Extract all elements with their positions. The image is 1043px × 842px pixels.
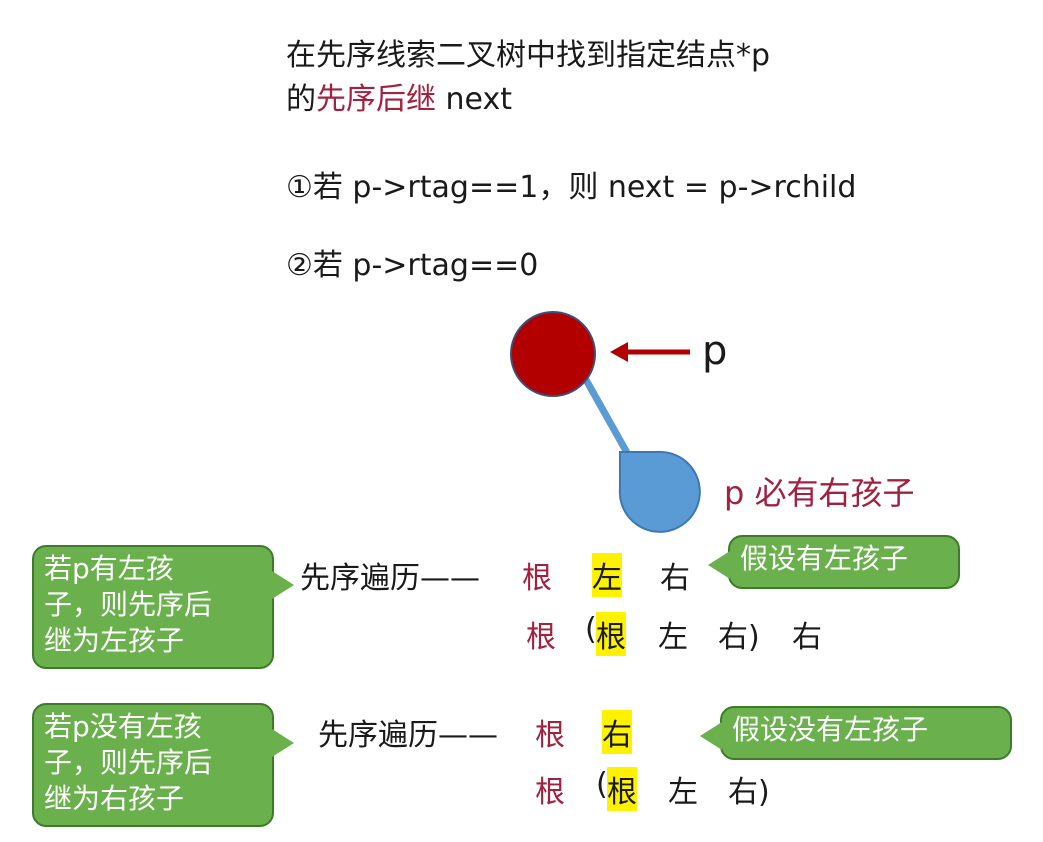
traversal-top-row2-right-close: 右) [718,620,760,655]
traversal-top-row2-subroot: 根 [596,612,626,656]
right-child-node [618,450,701,533]
title-prefix: 的 [286,82,316,117]
pointer-label: p [702,328,728,374]
title-highlight: 先序后继 [316,82,436,117]
callout-has-left: 若p有左孩 子，则先序后 继为左孩子 [32,545,294,669]
title-line-2: 的先序后继 next [286,74,512,118]
callout-no-left-line: 继为右孩子 [44,782,185,815]
traversal-top-label: 先序遍历—— [300,561,480,596]
tree-diagram [510,311,701,533]
child-note: p 必有右孩子 [724,474,915,512]
traversal-top-root: 根 [522,561,552,596]
traversal-top-row2-paren: ( [585,612,597,647]
pointer-arrow-head [610,342,628,362]
traversal-bottom-row2-paren: ( [596,767,608,802]
callout-no-left: 若p没有左孩 子，则先序后 继为右孩子 [32,703,294,827]
traversal-bottom-label: 先序遍历—— [318,718,498,753]
callout-has-left-line: 继为左孩子 [44,624,185,657]
callout-assume-left-text: 假设有左孩子 [740,542,909,575]
case-1: ①若 p->rtag==1，则 next = p->rchild [286,170,857,205]
traversal-bottom-root: 根 [535,718,565,753]
traversal-top-row2-right: 右 [792,620,822,655]
case-2: ②若 p->rtag==0 [286,248,539,283]
traversal-bottom-row2-root: 根 [535,775,565,810]
traversal-bottom-row2-right: 右) [728,775,770,810]
callout-assume-left: 假设有左孩子 [708,535,960,589]
callout-has-left-line: 若p有左孩 [44,552,174,585]
node-p [510,311,596,397]
title-suffix: next [436,82,512,117]
callout-assume-no-left: 假设没有左孩子 [700,706,1012,760]
callout-no-left-line: 子，则先序后 [44,746,213,779]
traversal-bottom-row2-subroot: 根 [607,767,637,811]
traversal-top-row2-left: 左 [658,620,688,655]
callout-has-left-line: 子，则先序后 [44,588,213,621]
traversal-top-row2-root: 根 [526,620,556,655]
traversal-top-left: 左 [592,553,622,597]
tree-edge [581,376,634,460]
callout-assume-no-left-text: 假设没有左孩子 [732,713,929,746]
traversal-bottom-right: 右 [602,710,632,754]
callout-no-left-line: 若p没有左孩 [44,710,202,743]
title-line-1: 在先序线索二叉树中找到指定结点*p [286,38,771,73]
traversal-top-right: 右 [660,561,690,596]
traversal-bottom-row2-left: 左 [668,775,698,810]
